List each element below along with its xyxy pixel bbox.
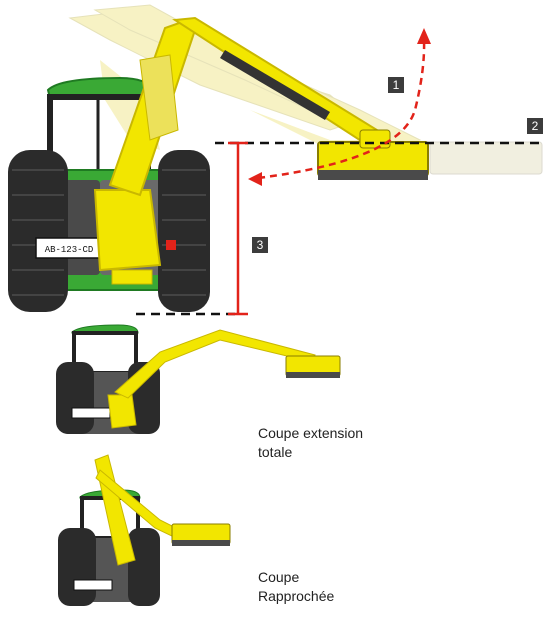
tractor-extension-totale (56, 324, 341, 434)
badge-2: 2 (527, 118, 543, 134)
caption-rapprochee: Coupe Rapprochée (258, 568, 334, 606)
caption-extension-line1: Coupe extension (258, 425, 364, 441)
caption-close-line1: Coupe (258, 569, 300, 585)
caption-close-line2: Rapprochée (258, 588, 335, 604)
right-rear-tire (158, 150, 210, 312)
reach-arc-arrow (257, 39, 426, 180)
main-boom-arm (93, 16, 429, 285)
license-plate-text: AB-123-CD (45, 245, 94, 255)
caption-extension-totale: Coupe extension totale (258, 424, 363, 462)
tractor-rapprochee (58, 454, 231, 606)
badge-1: 1 (388, 77, 404, 93)
arrow-head-up (417, 28, 431, 44)
badge-3: 3 (252, 237, 268, 253)
caption-extension-line2: totale (258, 444, 293, 460)
arrow-head-left (248, 172, 262, 186)
left-rear-tire (8, 150, 68, 312)
